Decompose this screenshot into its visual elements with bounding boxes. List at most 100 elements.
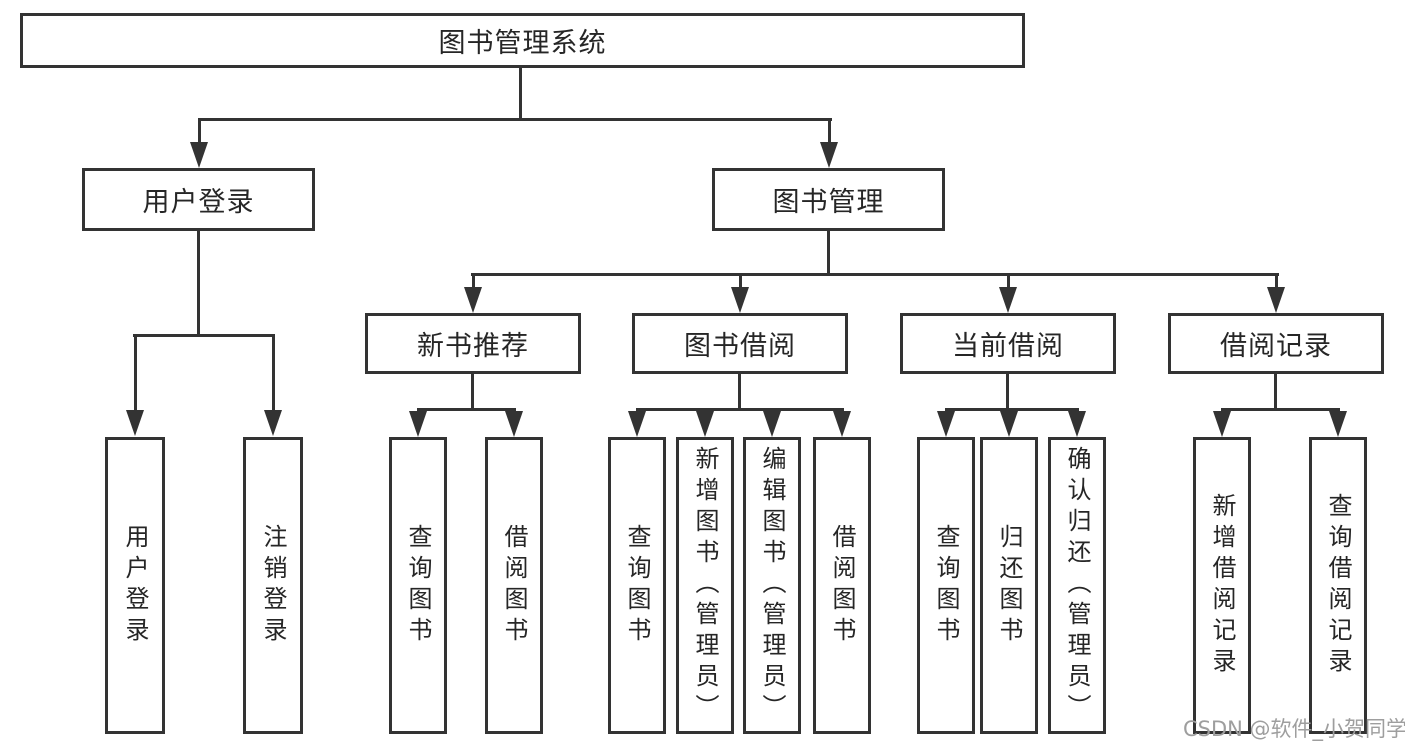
arrowhead-icon [1000,411,1018,437]
connector-line [471,273,1279,276]
arrow-stem [635,408,639,413]
node-label: 借阅图书 [828,523,856,648]
arrow-stem [512,408,516,413]
arrow-down-icon [763,408,781,437]
connector-line [197,231,200,337]
arrowhead-icon [763,411,781,437]
node-label: 查询借阅记录 [1324,492,1352,679]
node-label: 确认归还（管理员） [1063,446,1091,725]
node-borrow-records: 借阅记录 [1168,313,1384,374]
arrow-down-icon [190,118,208,168]
node-label: 图书管理系统 [438,28,607,59]
node-label: 查询图书 [404,523,432,648]
node-label: 新书推荐 [417,331,529,362]
connector-line [1221,408,1340,411]
node-query-books-borrow: 查询图书 [608,437,666,734]
arrowhead-icon [464,287,482,313]
arrowhead-icon [126,410,144,436]
node-book-borrow: 图书借阅 [632,313,848,374]
connector-line [738,374,741,411]
arrow-down-icon [409,408,427,437]
node-borrow-books-recommend: 借阅图书 [485,437,543,734]
node-label: 用户登录 [142,187,255,218]
node-label: 用户登录 [121,523,149,648]
node-label: 查询图书 [932,523,960,648]
arrowhead-icon [264,410,282,436]
arrow-down-icon [833,408,851,437]
arrow-stem [471,273,475,289]
watermark: CSDN @软件_小贺同学 [1183,717,1405,741]
node-user-login-leaf: 用户登录 [105,437,165,734]
arrow-stem [944,408,948,413]
arrowhead-icon [999,287,1017,313]
arrowhead-icon [505,411,523,437]
arrow-down-icon [628,408,646,437]
connector-line [945,408,1079,411]
connector-line [417,408,516,411]
arrow-down-icon [1267,273,1285,313]
node-borrow-books: 借阅图书 [813,437,871,734]
node-label: 借阅图书 [500,523,528,648]
arrow-stem [738,273,742,289]
arrow-down-icon [937,408,955,437]
node-label: 新增图书（管理员） [691,446,719,725]
arrow-stem [197,118,201,144]
node-label: 注销登录 [259,523,287,648]
connector-line [1274,374,1277,411]
node-book-management: 图书管理 [712,168,945,231]
connector-line [519,68,522,121]
node-label: 新增借阅记录 [1208,492,1236,679]
arrow-stem [1336,408,1340,413]
node-query-books-current: 查询图书 [917,437,975,734]
arrow-stem [133,334,137,412]
node-return-books: 归还图书 [980,437,1038,734]
arrow-down-icon [820,118,838,168]
arrowhead-icon [1213,411,1231,437]
arrowhead-icon [731,287,749,313]
node-current-borrow: 当前借阅 [900,313,1116,374]
connector-line [827,231,830,276]
node-label: 编辑图书（管理员） [758,446,786,725]
arrow-stem [1006,273,1010,289]
arrow-down-icon [696,408,714,437]
node-logout: 注销登录 [243,437,303,734]
arrow-stem [703,408,707,413]
arrow-down-icon [505,408,523,437]
node-label: 图书借阅 [684,331,796,362]
connector-line [471,374,474,411]
node-add-books-admin: 新增图书（管理员） [676,437,734,734]
arrowhead-icon [820,142,838,168]
node-confirm-return-admin: 确认归还（管理员） [1048,437,1106,734]
arrow-down-icon [1068,408,1086,437]
arrow-down-icon [264,334,282,436]
connector-line [198,118,832,121]
arrowhead-icon [833,411,851,437]
arrow-stem [1274,273,1278,289]
connector-line [133,334,275,337]
arrowhead-icon [628,411,646,437]
arrow-down-icon [1213,408,1231,437]
node-label: 图书管理 [772,187,885,218]
node-new-book-recommend: 新书推荐 [365,313,581,374]
node-edit-books-admin: 编辑图书（管理员） [743,437,801,734]
arrowhead-icon [1068,411,1086,437]
node-add-borrow-record: 新增借阅记录 [1193,437,1251,734]
node-label: 借阅记录 [1220,331,1332,362]
arrowhead-icon [1329,411,1347,437]
node-label: 当前借阅 [952,331,1064,362]
node-library-management-system: 图书管理系统 [20,13,1025,68]
arrowhead-icon [937,411,955,437]
arrow-stem [827,118,831,144]
connector-line [1006,374,1009,411]
node-label: 归还图书 [995,523,1023,648]
node-query-borrow-record: 查询借阅记录 [1309,437,1367,734]
connector-line [636,408,844,411]
arrowhead-icon [696,411,714,437]
arrow-down-icon [999,273,1017,313]
arrow-stem [1220,408,1224,413]
arrow-stem [271,334,275,412]
node-label: 查询图书 [623,523,651,648]
arrowhead-icon [190,142,208,168]
arrow-stem [840,408,844,413]
